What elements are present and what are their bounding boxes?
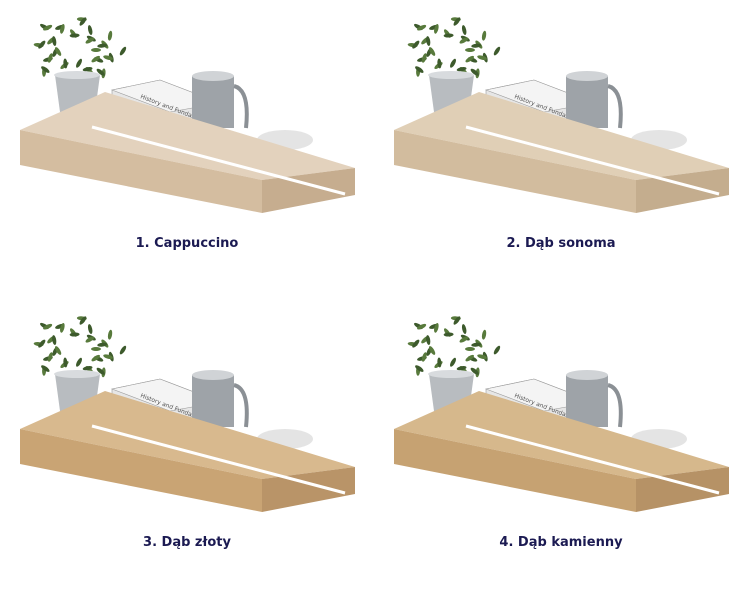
cup-icon (566, 71, 623, 129)
shelf-image: History and Fundamentals (394, 316, 729, 512)
shelf-image: History and Fundamentals (20, 316, 355, 512)
variant-card[interactable]: History and Fundamentals 2. Dąb sonoma (374, 0, 748, 291)
shelf (394, 92, 729, 213)
variant-card[interactable]: History and Fundamentals 1. Cappuccino (0, 0, 374, 291)
shelf (394, 391, 729, 512)
variant-label[interactable]: 1. Cappuccino (135, 236, 239, 251)
variant-label[interactable]: 2. Dąb sonoma (506, 236, 616, 251)
led-strip (91, 125, 346, 196)
shelf-image: History and Fundamentals (20, 17, 355, 213)
cup-icon (192, 71, 249, 129)
variant-card[interactable]: History and Fundamentals 4. Dąb kamienny (374, 299, 748, 590)
led-strip (465, 424, 720, 495)
led-strip (465, 125, 720, 196)
shelf-image: History and Fundamentals (394, 17, 729, 213)
plant-icon (407, 316, 501, 411)
variant-card[interactable]: History and Fundamentals 3. Dąb złoty (0, 299, 374, 590)
cup-icon (192, 370, 249, 428)
shelf (20, 391, 355, 512)
led-strip (91, 424, 346, 495)
variant-label[interactable]: 3. Dąb złoty (143, 535, 231, 550)
shelf (20, 92, 355, 213)
variant-label[interactable]: 4. Dąb kamienny (499, 535, 623, 550)
cup-icon (566, 370, 623, 428)
